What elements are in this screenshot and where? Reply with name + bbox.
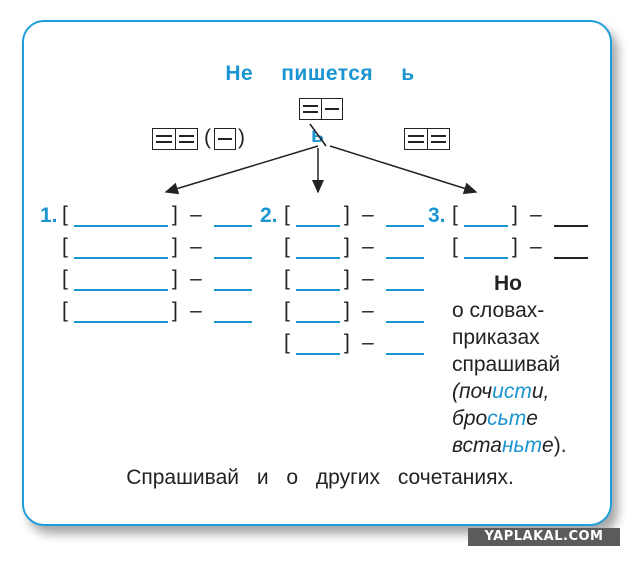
scheme-right-box <box>404 128 450 150</box>
answer-blank <box>214 257 252 259</box>
bracket-close: ] <box>512 235 518 258</box>
scheme-top-box <box>299 98 343 120</box>
bracket-open: [ <box>452 203 458 226</box>
example-3: встаньте). <box>452 434 567 457</box>
dash: – <box>362 235 374 258</box>
title-letter: ь <box>401 62 415 85</box>
dash: – <box>190 203 202 226</box>
dash: – <box>190 299 202 322</box>
dash: – <box>530 203 542 226</box>
answer-blank <box>554 257 588 259</box>
bracket-close: ] <box>344 235 350 258</box>
bracket-open: [ <box>62 203 68 226</box>
bracket-close: ] <box>344 267 350 290</box>
rule-title: Не пишется ь <box>0 62 640 86</box>
watermark: YAPLAKAL.COM <box>468 528 620 546</box>
dash: – <box>190 235 202 258</box>
word-blank <box>74 257 168 259</box>
bracket-open: [ <box>62 299 68 322</box>
bracket-open: [ <box>284 299 290 322</box>
answer-blank <box>554 225 588 227</box>
dash: – <box>530 235 542 258</box>
bracket-close: ] <box>512 203 518 226</box>
paren-open: ( <box>204 126 211 149</box>
answer-blank <box>214 321 252 323</box>
bracket-close: ] <box>172 299 178 322</box>
dash: – <box>362 299 374 322</box>
group-3-number: 3. <box>428 204 446 227</box>
answer-blank <box>386 225 424 227</box>
title-word: пишется <box>281 62 374 85</box>
answer-blank <box>214 289 252 291</box>
dash: – <box>362 267 374 290</box>
answer-blank <box>386 257 424 259</box>
title-ne: Не <box>225 62 254 85</box>
answer-blank <box>386 321 424 323</box>
word-blank <box>74 225 168 227</box>
bracket-close: ] <box>344 203 350 226</box>
paren-close: ) <box>238 126 245 149</box>
dash: – <box>362 331 374 354</box>
scheme-left-box <box>152 128 198 150</box>
bracket-close: ] <box>172 235 178 258</box>
exception-heading: Но <box>494 272 522 295</box>
word-blank <box>296 257 340 259</box>
bracket-open: [ <box>284 331 290 354</box>
answer-blank <box>386 353 424 355</box>
group-2-number: 2. <box>260 204 278 227</box>
answer-blank <box>214 225 252 227</box>
bracket-open: [ <box>452 235 458 258</box>
word-blank <box>74 289 168 291</box>
rule-card <box>22 20 612 526</box>
bracket-open: [ <box>62 235 68 258</box>
word-blank <box>464 257 508 259</box>
answer-blank <box>386 289 424 291</box>
cross-mark <box>309 123 327 147</box>
bracket-open: [ <box>284 203 290 226</box>
exception-line-3: спрашивай <box>452 353 561 376</box>
bracket-open: [ <box>284 235 290 258</box>
exception-line-1: о словах- <box>452 299 545 322</box>
bottom-note: Спрашивай и о других сочетаниях. <box>126 466 514 489</box>
word-blank <box>296 353 340 355</box>
example-2: бросьте <box>452 407 538 430</box>
dash: – <box>190 267 202 290</box>
group-1-number: 1. <box>40 204 58 227</box>
word-blank <box>464 225 508 227</box>
bracket-close: ] <box>172 203 178 226</box>
scheme-left-small-box <box>214 128 236 150</box>
bracket-close: ] <box>172 267 178 290</box>
bracket-close: ] <box>344 299 350 322</box>
bracket-open: [ <box>284 267 290 290</box>
exception-line-2: приказах <box>452 326 540 349</box>
exception-note: Но о словах- приказах спрашивай (почисти… <box>452 270 602 459</box>
dash: – <box>362 203 374 226</box>
word-blank <box>74 321 168 323</box>
word-blank <box>296 225 340 227</box>
word-blank <box>296 321 340 323</box>
bracket-close: ] <box>344 331 350 354</box>
word-blank <box>296 289 340 291</box>
bracket-open: [ <box>62 267 68 290</box>
example-1: (почисти, <box>452 380 550 403</box>
